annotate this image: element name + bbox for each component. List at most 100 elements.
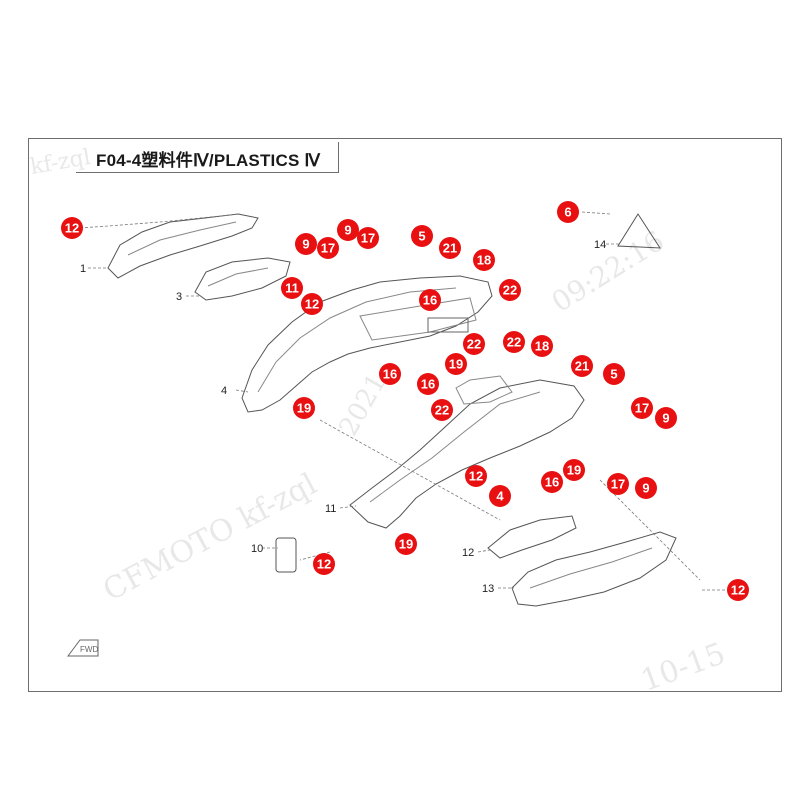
callout-16: 16 [417, 373, 439, 395]
callout-label: 19 [449, 357, 463, 372]
part-3-bracket [194, 257, 291, 301]
callout-12: 12 [301, 293, 323, 315]
callout-17: 17 [357, 227, 379, 249]
callout-label: 16 [423, 293, 437, 308]
title-box [76, 142, 339, 173]
part-1-cover [107, 213, 259, 279]
callout-circle [61, 217, 83, 239]
part-number: 10 [251, 543, 263, 555]
callout-19: 19 [563, 459, 585, 481]
part-number: 12 [462, 547, 474, 559]
part-10-clip [275, 537, 297, 573]
callout-circle [557, 201, 579, 223]
callout-circle [571, 355, 593, 377]
callout-circle [281, 277, 303, 299]
callout-label: 19 [567, 463, 581, 478]
callout-circle [473, 249, 495, 271]
callout-16: 16 [541, 471, 563, 493]
part-4-side-panel [241, 275, 493, 413]
callout-circle [499, 279, 521, 301]
callout-label: 6 [564, 205, 571, 220]
callout-label: 17 [361, 231, 375, 246]
callout-19: 19 [395, 533, 417, 555]
callout-circle [541, 471, 563, 493]
callout-circle [727, 579, 749, 601]
callout-label: 5 [610, 367, 617, 382]
callout-circle [431, 399, 453, 421]
callout-label: 16 [383, 367, 397, 382]
callout-18: 18 [473, 249, 495, 271]
callout-19: 19 [293, 397, 315, 419]
callout-label: 21 [443, 241, 457, 256]
callout-circle [417, 373, 439, 395]
callout-circle [635, 477, 657, 499]
callout-circle [379, 363, 401, 385]
callout-22: 22 [463, 333, 485, 355]
callout-label: 16 [545, 475, 559, 490]
callout-circle [439, 237, 461, 259]
callout-4: 4 [489, 485, 511, 507]
callout-9: 9 [337, 219, 359, 241]
callout-label: 22 [507, 335, 521, 350]
callout-18: 18 [531, 335, 553, 357]
callout-label: 9 [662, 411, 669, 426]
fwd-arrow-icon: FWD [67, 639, 99, 657]
callout-16: 16 [419, 289, 441, 311]
callout-label: 16 [421, 377, 435, 392]
callout-label: 4 [496, 489, 504, 504]
callout-22: 22 [499, 279, 521, 301]
callout-circle [445, 353, 467, 375]
callout-circle [631, 397, 653, 419]
callout-12: 12 [465, 465, 487, 487]
callout-circle [317, 237, 339, 259]
callout-circle [465, 465, 487, 487]
callout-circle [301, 293, 323, 315]
callout-circle [489, 485, 511, 507]
callout-circle [295, 233, 317, 255]
callout-label: 19 [297, 401, 311, 416]
callout-label: 9 [642, 481, 649, 496]
callout-circle [293, 397, 315, 419]
callout-label: 12 [469, 469, 483, 484]
svg-text:FWD: FWD [80, 645, 98, 654]
callout-circle [463, 333, 485, 355]
callout-label: 18 [477, 253, 491, 268]
callout-label: 22 [467, 337, 481, 352]
callout-label: 11 [285, 281, 299, 296]
callout-9: 9 [655, 407, 677, 429]
callout-6: 6 [557, 201, 579, 223]
part-number: 1 [80, 263, 86, 275]
callout-16: 16 [379, 363, 401, 385]
part-number: 3 [176, 291, 182, 303]
callout-22: 22 [503, 331, 525, 353]
callout-label: 17 [635, 401, 649, 416]
callout-label: 17 [321, 241, 335, 256]
part-number: 4 [221, 385, 227, 397]
callout-label: 12 [317, 557, 331, 572]
callout-label: 22 [503, 283, 517, 298]
callout-17: 17 [631, 397, 653, 419]
part-13-cover [511, 531, 677, 607]
part-12-trim [487, 515, 577, 559]
callout-5: 5 [411, 225, 433, 247]
callout-circle [503, 331, 525, 353]
callout-circle [531, 335, 553, 357]
callout-label: 12 [731, 583, 745, 598]
callout-circle [337, 219, 359, 241]
callout-circle [313, 553, 335, 575]
callout-9: 9 [295, 233, 317, 255]
part-14-triangle [617, 213, 661, 249]
callout-17: 17 [317, 237, 339, 259]
callout-12: 12 [313, 553, 335, 575]
callout-circle [563, 459, 585, 481]
callout-17: 17 [607, 473, 629, 495]
callout-label: 18 [535, 339, 549, 354]
callout-label: 21 [575, 359, 589, 374]
callout-circle [357, 227, 379, 249]
callout-label: 19 [399, 537, 413, 552]
callout-circle [419, 289, 441, 311]
callout-circle [411, 225, 433, 247]
callout-11: 11 [281, 277, 303, 299]
callout-circle [655, 407, 677, 429]
callout-21: 21 [439, 237, 461, 259]
